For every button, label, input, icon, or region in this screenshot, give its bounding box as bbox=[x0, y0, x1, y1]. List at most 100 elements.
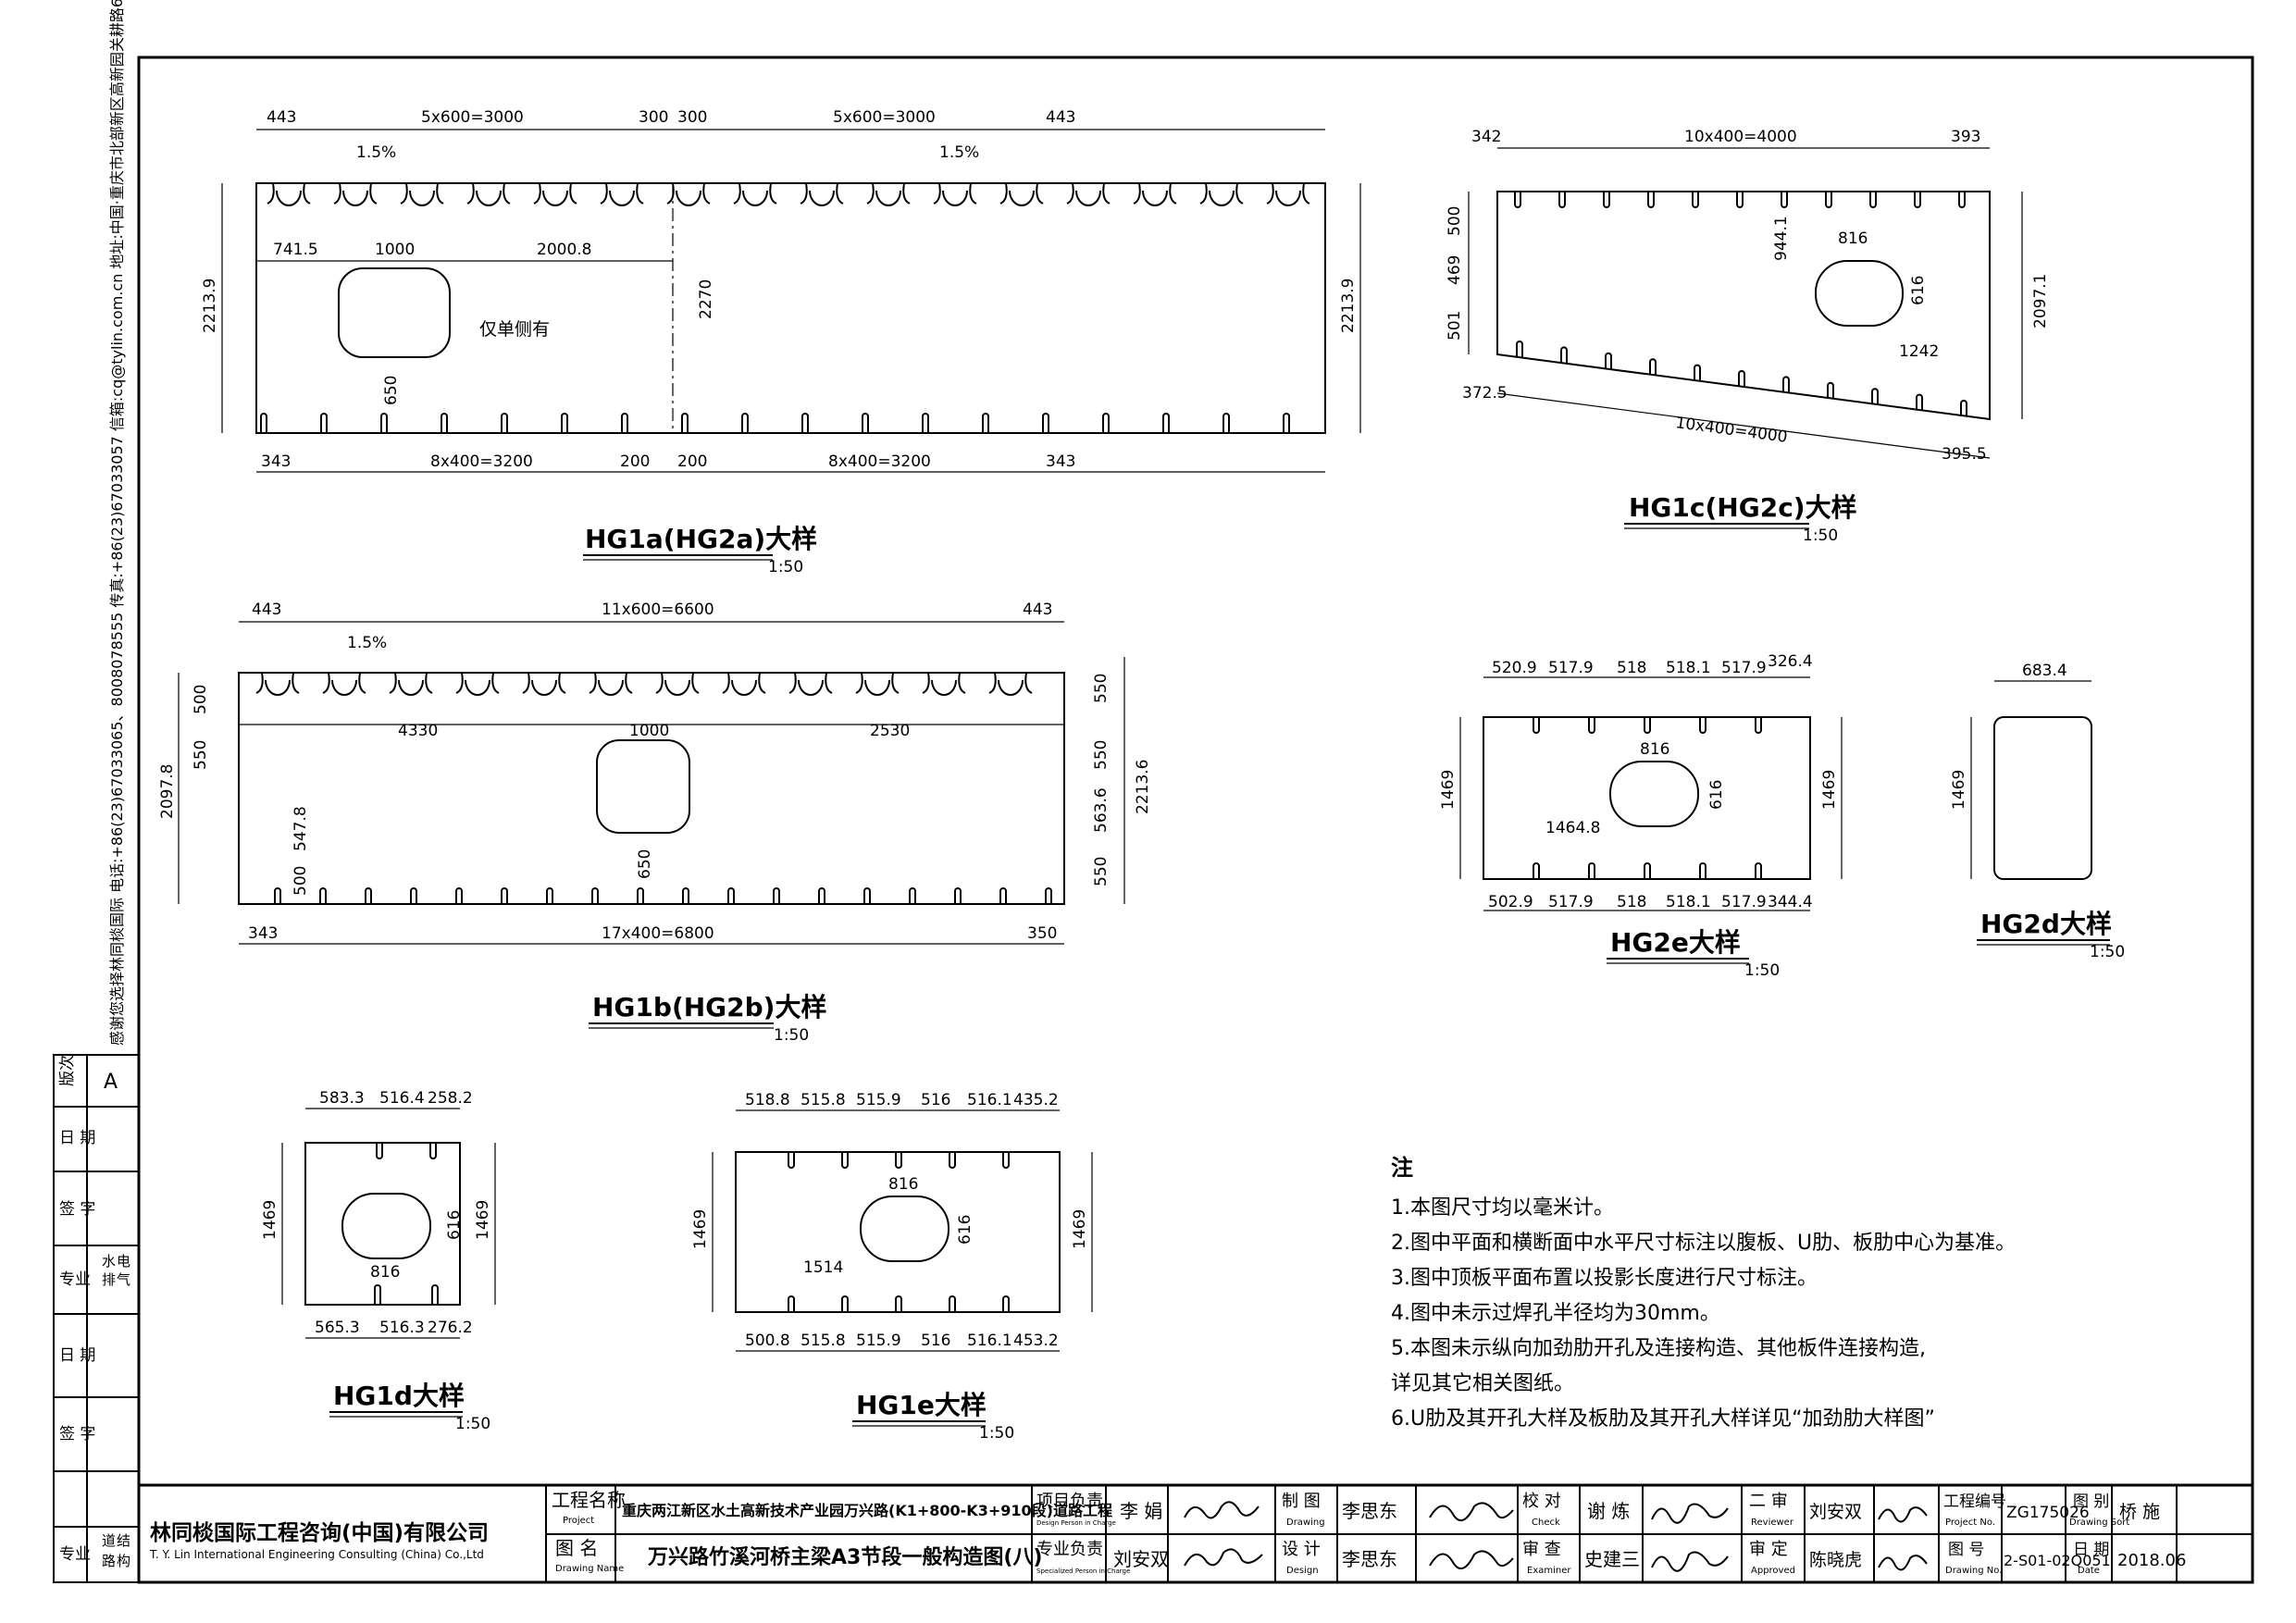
design-label: 设 计 bbox=[1282, 1540, 1321, 1559]
u-rib-cutout bbox=[267, 182, 311, 206]
hg1a-bdim-343-right: 343 bbox=[1046, 452, 1075, 471]
rib-slot bbox=[431, 1284, 439, 1305]
rib-slot bbox=[1588, 862, 1595, 879]
u-rib-cutout bbox=[322, 672, 366, 696]
rib-slot bbox=[1736, 192, 1744, 208]
left-revision-column bbox=[53, 1054, 140, 1583]
hg1e-detail: 518.8 515.8 515.9 516 516.1 435.2 816 61… bbox=[691, 1091, 1093, 1443]
design-label-en: Design bbox=[1286, 1566, 1319, 1576]
hg2d-title: HG2d大样 bbox=[1980, 909, 2112, 939]
projno-label-en: Project No. bbox=[1945, 1518, 1995, 1528]
rib-slot bbox=[591, 887, 599, 904]
hg2e-dim-5: 517.9 bbox=[1721, 659, 1767, 677]
hg1d-scale: 1:50 bbox=[455, 1415, 490, 1433]
design-name: 李思东 bbox=[1342, 1548, 1397, 1570]
hg1e-bdim-3: 515.9 bbox=[856, 1332, 901, 1350]
project-label: 工程名称 bbox=[552, 1489, 626, 1511]
hg1e-height-right: 1469 bbox=[1071, 1209, 1089, 1249]
rib-slot bbox=[374, 1284, 381, 1305]
sheet-border bbox=[137, 56, 2254, 1584]
discipline-label-2: 专业 bbox=[59, 1545, 91, 1564]
hg1a-height-left: 2213.9 bbox=[201, 279, 219, 333]
rib-slot bbox=[410, 887, 417, 904]
rib-slot bbox=[788, 1295, 795, 1312]
rib-slot bbox=[274, 887, 281, 904]
hg1a-dim-5x600-left: 5x600=3000 bbox=[421, 108, 524, 127]
hg1c-dim-10x400: 10x400=4000 bbox=[1684, 128, 1797, 146]
hg1e-bdim-2: 515.8 bbox=[800, 1332, 846, 1350]
spec-label: 专业负责 bbox=[1036, 1540, 1103, 1559]
rib-slot bbox=[1960, 400, 1967, 416]
hg1c-left-501: 501 bbox=[1446, 311, 1464, 341]
hg1b-title: HG1b(HG2b)大样 bbox=[592, 992, 826, 1022]
hg1b-bdim-343: 343 bbox=[248, 924, 278, 943]
hg1d-bdim-3: 276.2 bbox=[428, 1319, 473, 1337]
projno-value: ZG175026 bbox=[2006, 1504, 2090, 1522]
version-label: 版次 bbox=[58, 1055, 77, 1086]
drawno-label: 图 号 bbox=[1948, 1541, 1984, 1559]
rib-slot bbox=[1699, 717, 1706, 734]
rib-slot bbox=[1283, 413, 1290, 433]
sign-label-2: 签 字 bbox=[59, 1425, 95, 1443]
rib-slot bbox=[1755, 717, 1762, 734]
hg1c-manhole bbox=[1815, 260, 1904, 327]
u-rib-cutout bbox=[999, 182, 1044, 206]
hg2e-manhole bbox=[1609, 761, 1699, 827]
rib-slot bbox=[1102, 413, 1110, 433]
rib-slot bbox=[319, 887, 327, 904]
rib-slot bbox=[1605, 352, 1612, 369]
rib-slot bbox=[1694, 364, 1701, 381]
rib-slot bbox=[949, 1295, 956, 1312]
note-5: 5.本图未示纵向加劲肋开孔及连接构造、其他板件连接构造, bbox=[1391, 1337, 1926, 1360]
discipline-drain: 排 bbox=[102, 1271, 116, 1288]
rib-slot bbox=[1647, 192, 1655, 208]
rib-slot bbox=[862, 413, 869, 433]
rib-slot bbox=[561, 413, 568, 433]
rib-slot bbox=[1516, 341, 1523, 357]
hg1e-title: HG1e大样 bbox=[856, 1390, 987, 1420]
check-name: 谢 炼 bbox=[1587, 1500, 1630, 1522]
hg1d-title: HG1d大样 bbox=[333, 1381, 465, 1411]
hg2e-bdim-3: 518 bbox=[1617, 893, 1646, 911]
hg1e-dim-2: 515.8 bbox=[800, 1091, 846, 1109]
u-rib-cutout bbox=[988, 672, 1033, 696]
hg1a-bdim-200-left: 200 bbox=[620, 452, 650, 471]
hg1a-height-right: 2213.9 bbox=[1339, 279, 1358, 333]
discipline-road2: 路 bbox=[102, 1553, 116, 1569]
hg1c-bdim-395: 395.5 bbox=[1942, 445, 1987, 464]
u-rib-cutout bbox=[1066, 182, 1111, 206]
hg1b-left-500b: 500 bbox=[292, 866, 310, 896]
review-signature bbox=[1878, 1506, 1928, 1523]
hg1e-top-slots bbox=[788, 1152, 1010, 1169]
u-rib-cutout bbox=[722, 672, 766, 696]
hg1c-title: HG1c(HG2c)大样 bbox=[1629, 492, 1857, 523]
u-rib-cutout bbox=[589, 672, 633, 696]
note-5b: 详见其它相关图纸。 bbox=[1391, 1372, 1574, 1395]
sort-label-en: Drawing Sort bbox=[2069, 1518, 2129, 1528]
rib-slot bbox=[376, 1143, 383, 1159]
title-block: 林同棪国际工程咨询(中国)有限公司 T. Y. Lin Internationa… bbox=[137, 1483, 2254, 1584]
hg2e-bdim-5: 517.9 bbox=[1721, 893, 1767, 911]
hg1e-bottom-slots bbox=[788, 1295, 1010, 1312]
exam-label-en: Examiner bbox=[1527, 1566, 1571, 1576]
hg1e-dim-4: 516 bbox=[921, 1091, 950, 1109]
hg1e-dim-1514: 1514 bbox=[803, 1258, 843, 1277]
u-rib-cutout bbox=[666, 182, 711, 206]
hg1b-dim-443-left: 443 bbox=[252, 601, 281, 619]
drawn-name: 李思东 bbox=[1342, 1500, 1397, 1522]
hg1a-bdim-8x400-right: 8x400=3200 bbox=[828, 452, 931, 471]
rib-slot bbox=[429, 1143, 437, 1159]
u-rib-cutout bbox=[255, 672, 300, 696]
drawn-label: 制 图 bbox=[1282, 1492, 1321, 1511]
rib-slot bbox=[546, 887, 553, 904]
hg1e-dim-6: 435.2 bbox=[1013, 1091, 1059, 1109]
rib-slot bbox=[1042, 413, 1049, 433]
hg1b-right-2213: 2213.6 bbox=[1134, 760, 1152, 814]
hg1d-detail: 583.3 516.4 258.2 816 616 1469 1469 565.… bbox=[261, 1089, 496, 1433]
hg2e-detail: 520.9 517.9 518 518.1 517.9 326.4 816 61… bbox=[1439, 652, 1843, 980]
hg1a-dim-300-left: 300 bbox=[639, 108, 668, 127]
hg1a-dim-443-left: 443 bbox=[267, 108, 296, 127]
hg1e-dim-616: 616 bbox=[956, 1215, 974, 1245]
rib-slot bbox=[1002, 1295, 1010, 1312]
hg1b-detail: 443 11x600=6600 443 1.5% 500 550 2097.8 … bbox=[158, 601, 1152, 1045]
